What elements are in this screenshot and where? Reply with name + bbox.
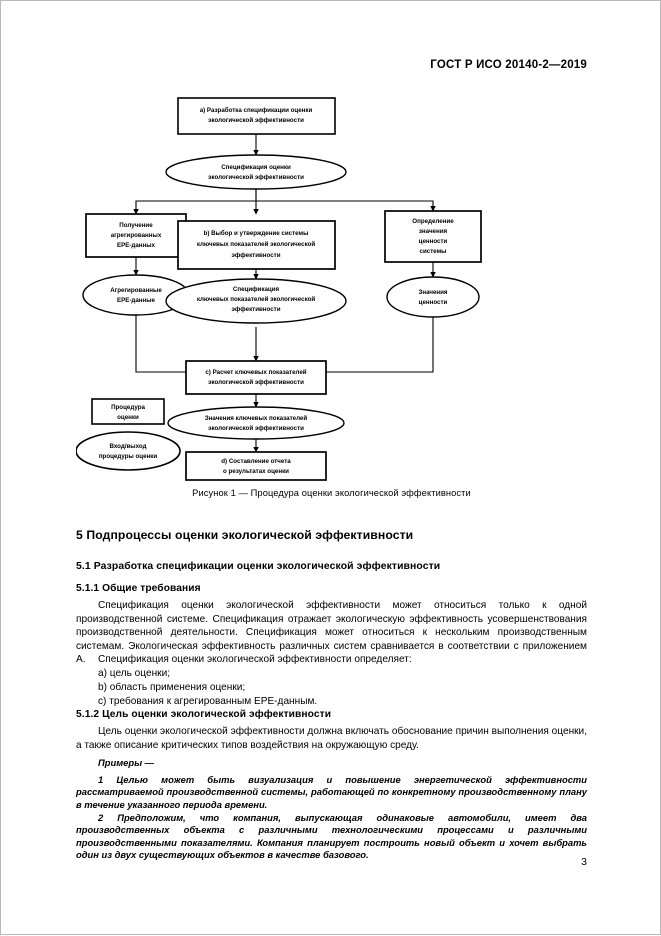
node-define-value-line1: Определение: [412, 218, 454, 225]
node-aggregated-epe-line2: EPE-данные: [117, 297, 156, 304]
node-spec-label-line2: экологической эффективности: [208, 174, 304, 181]
page-content: ГОСТ Р ИСО 20140-2—2019: [76, 1, 587, 936]
node-kpi-values-line2: экологической эффективности: [208, 425, 304, 432]
node-d-report: d) Составление отчета о результатах оцен…: [185, 451, 327, 481]
node-spec-kpi-line2: ключевых показателей экологической: [197, 296, 316, 303]
example-2: 2 Предположим, что компания, выпускающая…: [76, 812, 587, 861]
list-item-b: b) область применения оценки;: [98, 682, 246, 693]
node-get-aggregated-epe: Получение агрегированных EPE-данных: [85, 213, 187, 258]
legend-io: Вход/выход процедуры оценки: [76, 431, 181, 471]
paragraph-5-1-2: Цель оценки экологической эффективности …: [76, 726, 587, 751]
node-a-label-line1: a) Разработка спецификации оценки: [200, 107, 313, 114]
paragraph-5-1-1-b: Спецификация оценки экологической эффект…: [98, 654, 412, 665]
node-b-line1: b) Выбор и утверждение системы: [204, 230, 309, 237]
node-aggregated-epe-line1: Агрегированные: [110, 287, 162, 294]
node-b-line2: ключевых показателей экологической: [197, 241, 316, 248]
node-define-value-line4: системы: [420, 248, 447, 255]
legend-procedure-line1: Процедура: [111, 404, 145, 411]
node-a-label-line2: экологической эффективности: [208, 117, 304, 124]
node-c-line1: c) Расчет ключевых показателей: [205, 369, 306, 376]
document-standard-header: ГОСТ Р ИСО 20140-2—2019: [430, 59, 587, 71]
example-1: 1 Целью может быть визуализация и повыше…: [76, 774, 587, 810]
node-value-values-line1: Значения: [418, 289, 447, 296]
examples-heading: Примеры —: [98, 757, 155, 768]
figure-1-process-diagram: a) Разработка спецификации оценки эколог…: [76, 89, 587, 489]
heading-section-5-1-1: 5.1.1 Общие требования: [76, 583, 201, 594]
legend-io-line1: Вход/выход: [109, 443, 146, 450]
node-define-value-line2: значения: [419, 228, 448, 235]
heading-section-5-1: 5.1 Разработка спецификации оценки эколо…: [76, 561, 441, 572]
heading-section-5-1-2: 5.1.2 Цель оценки экологической эффектив…: [76, 709, 332, 720]
node-d-line2: о результатах оценки: [223, 468, 289, 475]
process-flow-svg: a) Разработка спецификации оценки эколог…: [76, 97, 482, 481]
node-kpi-values: Значения ключевых показателей экологичес…: [167, 406, 345, 440]
paragraph-5-1-1: Спецификация оценки экологической эффект…: [76, 600, 587, 666]
node-kpi-values-line1: Значения ключевых показателей: [205, 415, 308, 422]
legend-io-line2: процедуры оценки: [99, 453, 158, 460]
legend-procedure-line2: оценки: [117, 414, 139, 421]
node-b-line3: эффективности: [231, 252, 280, 259]
node-c-calc-kpi: c) Расчет ключевых показателей экологиче…: [185, 360, 327, 395]
node-spec-assessment: Спецификация оценки экологической эффект…: [165, 154, 347, 190]
list-item-c: c) требования к агрегированным EPE-данны…: [98, 696, 318, 707]
node-b-select-approve: b) Выбор и утверждение системы ключевых …: [177, 220, 336, 270]
node-a-spec-development: a) Разработка спецификации оценки эколог…: [177, 97, 336, 135]
node-d-line1: d) Составление отчета: [221, 458, 291, 465]
node-value-values-line2: ценности: [419, 299, 448, 306]
node-get-epe-line2: агрегированных: [111, 232, 162, 239]
figure-caption: Рисунок 1 — Процедура оценки экологическ…: [192, 488, 471, 498]
legend-procedure: Процедура оценки: [91, 398, 165, 425]
node-get-epe-line1: Получение: [119, 222, 153, 229]
node-spec-label-line1: Спецификация оценки: [221, 164, 291, 171]
node-spec-kpi-line1: Спецификация: [233, 286, 280, 293]
list-item-a: a) цель оценки;: [98, 668, 171, 679]
node-define-value-line3: ценности: [419, 238, 448, 245]
node-get-epe-line3: EPE-данных: [117, 242, 156, 249]
node-define-value-system: Определение значения ценности системы: [384, 210, 482, 263]
node-spec-kpi: Спецификация ключевых показателей эколог…: [165, 278, 347, 324]
node-spec-kpi-line3: эффективности: [231, 306, 280, 313]
heading-section-5: 5 Подпроцессы оценки экологической эффек…: [76, 528, 414, 542]
node-c-line2: экологической эффективности: [208, 379, 304, 386]
page-number: 3: [581, 856, 587, 868]
node-value-values: Значения ценности: [386, 276, 480, 318]
